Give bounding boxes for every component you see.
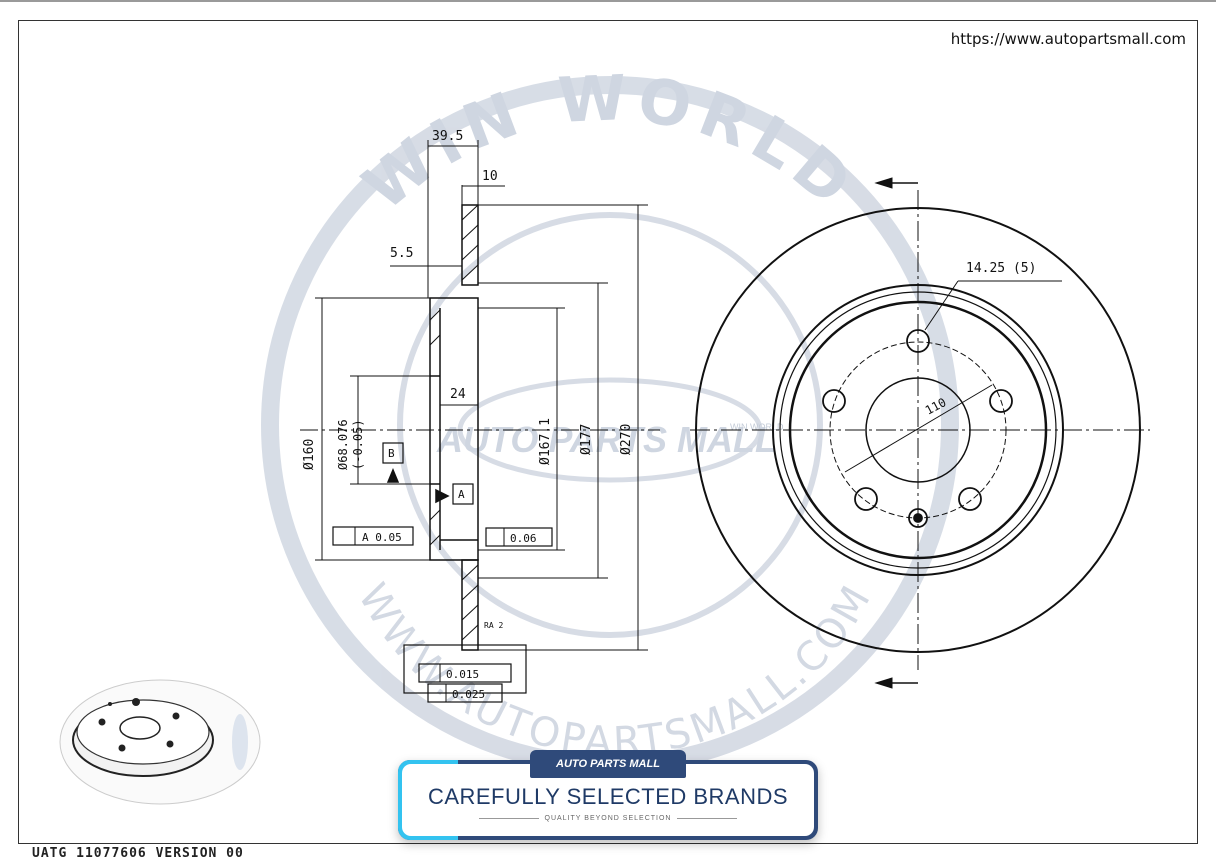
dim-inner-dia: Ø167.1 [538, 418, 553, 465]
section-dimensions: 39.5 10 5.5 24 Ø160 Ø68.076 (-0.05) Ø167… [302, 129, 634, 701]
badge-logo: AUTO PARTS MALL [530, 750, 686, 778]
dim-hub-depth: 24 [450, 387, 466, 402]
top-rule [0, 0, 1216, 2]
dim-disc-thickness: 10 [482, 169, 498, 184]
drawing-frame [18, 20, 1198, 844]
dim-friction-inner: Ø177 [579, 424, 594, 455]
dim-offset: 5.5 [390, 246, 413, 261]
badge-subtitle: QUALITY BEYOND SELECTION [479, 815, 738, 822]
source-url[interactable]: https://www.autopartsmall.com [950, 30, 1186, 48]
dim-center-bore-tol: (-0.05) [351, 419, 365, 470]
parallelism: 0.015 [446, 668, 479, 681]
surface-note: RA 2 [484, 621, 503, 630]
section-view [300, 140, 660, 703]
watermark-center-tag: WIN WORLD [730, 422, 784, 432]
runout-left: A 0.05 [362, 531, 402, 544]
drawing-code: UATG 11077606 VERSION 00 [32, 846, 244, 861]
front-view [690, 177, 1150, 689]
flatness: 0.025 [452, 688, 485, 701]
disc-thumbnail [59, 679, 261, 805]
dim-hub-dia: Ø160 [302, 439, 317, 470]
bolt-holes-label: 14.25 (5) [966, 261, 1036, 276]
runout-right: 0.06 [510, 532, 537, 545]
datum-a-label: A [458, 488, 465, 501]
watermark-ring-bottom: WWW.AUTOPARTSMALL.COM [349, 576, 881, 765]
datum-b-label: B [388, 447, 395, 460]
dim-center-bore: Ø68.076 [336, 419, 350, 470]
dim-overall-width: 39.5 [432, 129, 463, 144]
badge-title: CAREFULLY SELECTED BRANDS [427, 784, 789, 809]
watermark-center-logo: AUTO PARTS MALL [436, 419, 777, 460]
dim-outer-dia: Ø270 [619, 424, 634, 455]
